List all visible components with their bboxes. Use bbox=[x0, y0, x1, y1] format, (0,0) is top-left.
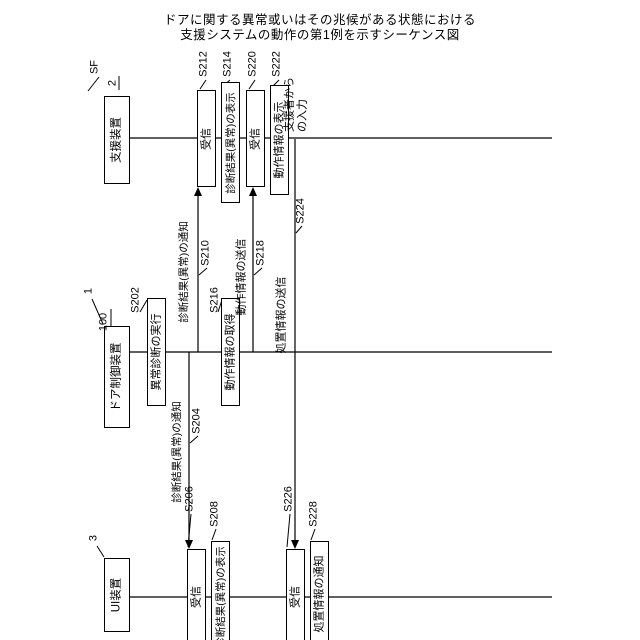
message-label-s204: 診断結果(異常)の通知 bbox=[170, 401, 183, 503]
actor-box-ui-device: UI装置 bbox=[104, 558, 130, 632]
figure-title-line-2: 支援システムの動作の第1例を示すシーケンス図 bbox=[180, 28, 460, 42]
step-box-s226: 受信 bbox=[286, 549, 305, 640]
message-label-s224: 処置情報の送信 bbox=[275, 276, 288, 354]
step-box-s222: 動作情報の表示 bbox=[270, 85, 289, 195]
ref-label-2: 2 bbox=[106, 79, 119, 87]
arrowhead-s224-down-icon bbox=[291, 540, 299, 549]
ref-label-sf: SF bbox=[88, 59, 101, 75]
arrowhead-s204-down-icon bbox=[185, 540, 193, 549]
step-box-s208-label: 診断結果(異常)の表示 bbox=[214, 546, 227, 640]
actor-name-support-device: 支援装置 bbox=[110, 117, 123, 163]
leader-s218 bbox=[253, 267, 263, 276]
leader-ref-1 bbox=[91, 298, 104, 325]
actor-name-ui-device: UI装置 bbox=[110, 577, 123, 613]
ref-label-1: 1 bbox=[82, 287, 95, 295]
step-box-s206: 受信 bbox=[187, 549, 206, 640]
supporter-input-note: 支援者からの入力 bbox=[283, 77, 308, 132]
step-code-s204: S204 bbox=[190, 408, 203, 434]
leader-s210 bbox=[198, 267, 208, 276]
step-code-s208: S208 bbox=[208, 501, 221, 527]
step-box-s202: 異常診断の実行 bbox=[147, 298, 166, 406]
step-code-s206: S206 bbox=[183, 486, 196, 512]
ref-label-100: 100 bbox=[97, 312, 110, 332]
leader-s220 bbox=[248, 79, 256, 90]
leader-ref-3 bbox=[96, 545, 105, 558]
step-box-s202-label: 異常診断の実行 bbox=[150, 313, 163, 391]
step-box-s214: 診断結果(異常)の表示 bbox=[221, 82, 240, 203]
step-code-s216: S216 bbox=[208, 287, 221, 313]
step-box-s228-label: 処置情報の通知 bbox=[313, 555, 326, 632]
leader-s212 bbox=[199, 79, 207, 90]
step-code-s214: S214 bbox=[221, 51, 234, 77]
message-label-s210: 診断結果(異常)の通知 bbox=[177, 221, 190, 323]
step-box-s226-label: 受信 bbox=[289, 586, 302, 608]
step-code-s212: S212 bbox=[197, 51, 210, 77]
leader-s224 bbox=[295, 225, 303, 234]
step-code-s226: S226 bbox=[282, 486, 295, 512]
step-code-s218: S218 bbox=[254, 240, 267, 266]
actor-name-door-control-device: ドア制御装置 bbox=[110, 342, 123, 412]
leader-s206 bbox=[187, 513, 192, 548]
leader-ref-sf bbox=[87, 76, 100, 92]
arrowhead-s218-up-icon bbox=[249, 187, 257, 196]
step-box-s212: 受信 bbox=[197, 90, 216, 187]
step-code-s228: S228 bbox=[307, 501, 320, 527]
step-code-s210: S210 bbox=[199, 240, 212, 266]
leader-s204 bbox=[189, 435, 199, 444]
figure-title-line-1: ドアに関する異常或いはその兆候がある状態における bbox=[163, 13, 476, 27]
leader-s202 bbox=[139, 299, 148, 313]
step-box-s208: 診断結果(異常)の表示 bbox=[211, 541, 230, 640]
leader-s226 bbox=[286, 513, 291, 548]
actor-box-door-control-device: ドア制御装置 bbox=[104, 326, 130, 428]
step-box-s214-label: 診断結果(異常)の表示 bbox=[224, 91, 237, 194]
ref-label-3: 3 bbox=[87, 534, 100, 542]
step-box-s228: 処置情報の通知 bbox=[310, 541, 329, 640]
step-box-s216-label: 動作情報の取得 bbox=[224, 313, 237, 391]
step-box-s220: 受信 bbox=[246, 90, 265, 187]
step-code-s222: S222 bbox=[270, 51, 283, 77]
arrowhead-s210-up-icon bbox=[194, 187, 202, 196]
step-box-s212-label: 受信 bbox=[200, 127, 213, 150]
step-code-s224: S224 bbox=[294, 198, 307, 224]
leader-s228 bbox=[310, 528, 316, 541]
step-code-s202: S202 bbox=[129, 287, 142, 313]
step-box-s220-label: 受信 bbox=[249, 127, 262, 150]
step-box-s216: 動作情報の取得 bbox=[221, 298, 240, 406]
leader-s208 bbox=[211, 528, 217, 541]
step-code-s220: S220 bbox=[246, 51, 259, 77]
actor-box-support-device: 支援装置 bbox=[104, 96, 130, 184]
message-label-s218: 動作情報の送信 bbox=[235, 238, 248, 316]
step-box-s206-label: 受信 bbox=[190, 586, 203, 608]
